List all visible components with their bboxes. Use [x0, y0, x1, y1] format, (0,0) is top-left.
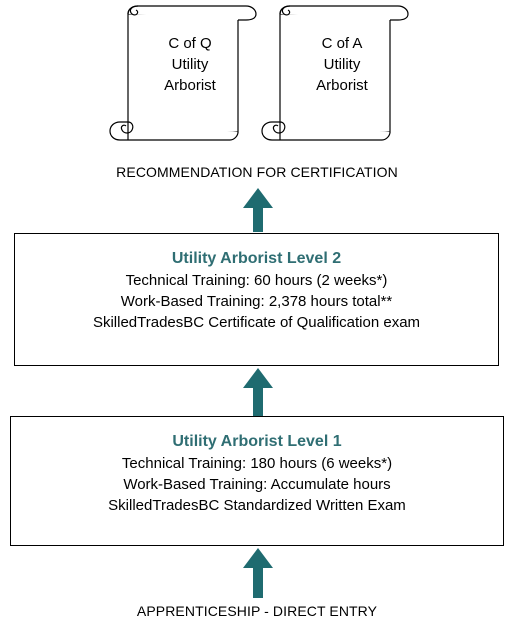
certificate-text: C of A Utility Arborist [288, 33, 396, 96]
arrow-up-icon [243, 548, 273, 598]
level-2-box: Utility Arborist Level 2 Technical Train… [14, 233, 499, 366]
certificate-line: C of A [321, 35, 363, 52]
level-2-technical-training: Technical Training: 60 hours (2 weeks*) [125, 272, 388, 289]
certificate-line: Utility [323, 56, 361, 73]
certificate-line: Arborist [316, 77, 368, 94]
certificate-line: Utility [171, 56, 209, 73]
level-1-box: Utility Arborist Level 1 Technical Train… [10, 416, 504, 546]
entry-label: APPRENTICESHIP - DIRECT ENTRY [136, 603, 378, 619]
scroll-icon [261, 5, 409, 141]
level-1-technical-training: Technical Training: 180 hours (6 weeks*) [121, 455, 393, 472]
scroll-icon [109, 5, 257, 141]
level-1-exam: SkilledTradesBC Standardized Written Exa… [108, 497, 406, 514]
recommendation-label: RECOMMENDATION FOR CERTIFICATION [116, 164, 398, 180]
certificate-line: Arborist [164, 77, 216, 94]
level-1-title: Utility Arborist Level 1 [172, 433, 342, 450]
arrow-up-icon [243, 188, 273, 232]
level-1-work-based-training: Work-Based Training: Accumulate hours [123, 476, 391, 493]
arrow-up-icon [243, 368, 273, 416]
level-2-work-based-training: Work-Based Training: 2,378 hours total** [120, 293, 393, 310]
certificate-scroll-cofq: C of Q Utility Arborist [106, 4, 264, 149]
certificate-scroll-cofa: C of A Utility Arborist [258, 4, 416, 149]
certificate-line: C of Q [168, 35, 212, 52]
level-2-exam: SkilledTradesBC Certificate of Qualifica… [92, 314, 421, 331]
level-2-title: Utility Arborist Level 2 [171, 250, 342, 267]
certificate-text: C of Q Utility Arborist [136, 33, 244, 96]
